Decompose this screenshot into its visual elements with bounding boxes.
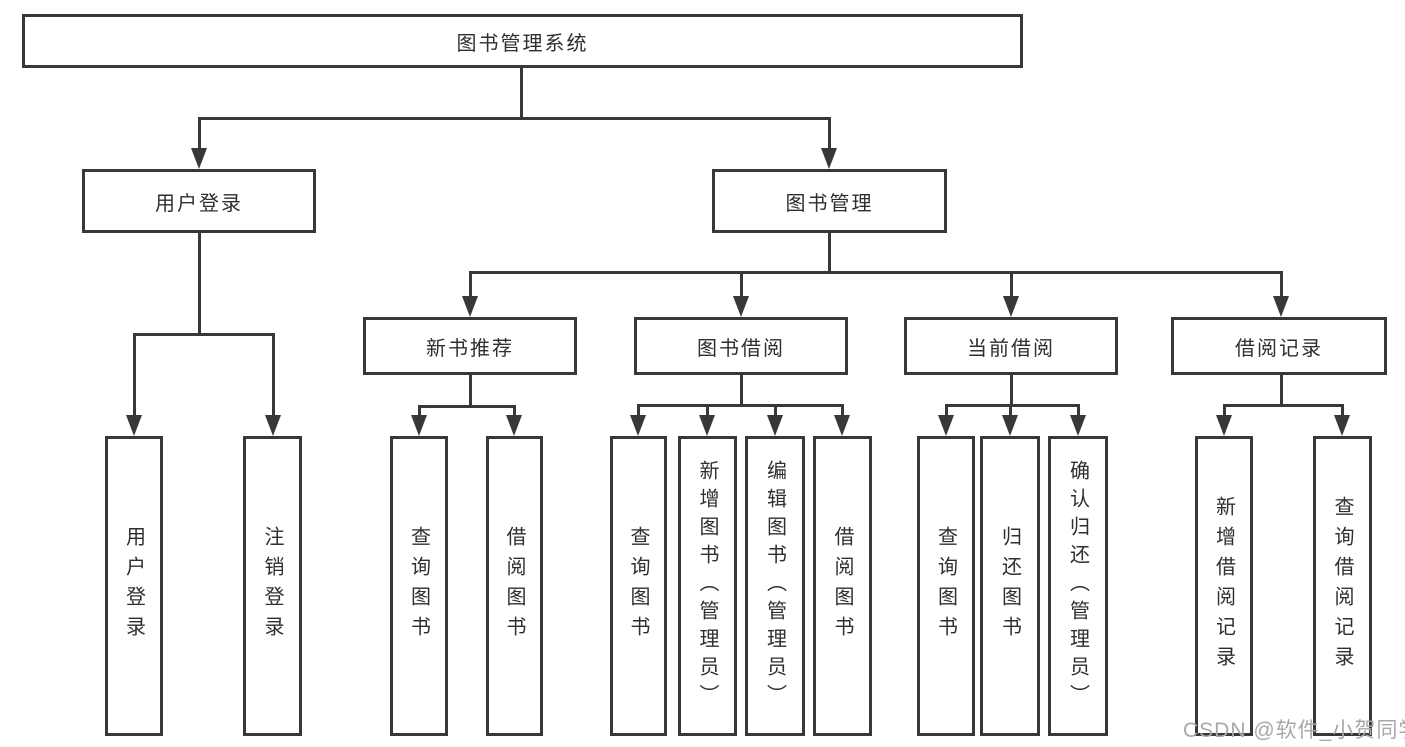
arrowhead-down-icon	[462, 296, 478, 317]
arrowhead-down-icon	[938, 415, 954, 436]
connector-arrow-stem	[828, 117, 831, 152]
node-current-borrow: 当前借阅	[904, 317, 1118, 375]
connector-arrow-stem	[513, 405, 516, 418]
connector-arrow-stem	[706, 404, 709, 418]
connector-userlogin-stem	[198, 232, 201, 335]
connector-records-rail	[1223, 404, 1344, 407]
connector-currentborrow-stem	[1010, 374, 1013, 406]
arrowhead-down-icon	[1002, 415, 1018, 436]
arrowhead-down-icon	[1070, 415, 1086, 436]
watermark: CSDN @软件_小贺同学	[1183, 719, 1405, 742]
arrowhead-down-icon	[767, 415, 783, 436]
arrowhead-down-icon	[733, 296, 749, 317]
node-library-system: 图书管理系统	[22, 14, 1023, 68]
leaf-query-books-borrow: 查询图书	[610, 436, 667, 736]
leaf-query-books-recommend: 查询图书	[390, 436, 448, 736]
connector-arrow-stem	[1341, 404, 1344, 418]
leaf-borrow-books: 借阅图书	[813, 436, 872, 736]
leaf-add-book-admin: 新增图书（管理员）	[678, 436, 737, 736]
arrowhead-down-icon	[1273, 296, 1289, 317]
node-borrow-records: 借阅记录	[1171, 317, 1387, 375]
arrowhead-down-icon	[834, 415, 850, 436]
connector-arrow-stem	[272, 333, 275, 418]
leaf-borrow-books-recommend: 借阅图书	[486, 436, 543, 736]
connector-arrow-stem	[740, 271, 743, 299]
arrowhead-down-icon	[699, 415, 715, 436]
node-new-book-recommend: 新书推荐	[363, 317, 577, 375]
connector-arrow-stem	[1009, 404, 1012, 418]
connector-currentborrow-rail	[945, 404, 1080, 407]
connector-arrow-stem	[945, 404, 948, 418]
leaf-logout: 注销登录	[243, 436, 302, 736]
arrowhead-down-icon	[191, 148, 207, 169]
connector-level3-rail	[469, 271, 1283, 274]
connector-arrow-stem	[198, 117, 201, 152]
connector-arrow-stem	[637, 404, 640, 418]
node-user-login: 用户登录	[82, 169, 316, 233]
connector-arrow-stem	[1077, 404, 1080, 418]
leaf-edit-book-admin: 编辑图书（管理员）	[745, 436, 805, 736]
arrowhead-down-icon	[821, 148, 837, 169]
connector-bookmgmt-stem	[828, 232, 831, 274]
leaf-confirm-return-admin: 确认归还（管理员）	[1048, 436, 1108, 736]
arrowhead-down-icon	[506, 415, 522, 436]
connector-level2-rail	[198, 117, 831, 120]
connector-arrow-stem	[1223, 404, 1226, 418]
connector-arrow-stem	[469, 271, 472, 299]
connector-arrow-stem	[1010, 271, 1013, 299]
connector-root-stem	[520, 68, 523, 118]
arrowhead-down-icon	[1216, 415, 1232, 436]
connector-arrow-stem	[418, 405, 421, 418]
arrowhead-down-icon	[265, 415, 281, 436]
leaf-user-login: 用户登录	[105, 436, 163, 736]
arrowhead-down-icon	[630, 415, 646, 436]
arrowhead-down-icon	[1334, 415, 1350, 436]
connector-arrow-stem	[133, 333, 136, 418]
connector-arrow-stem	[1280, 271, 1283, 299]
node-book-borrow: 图书借阅	[634, 317, 848, 375]
arrowhead-down-icon	[126, 415, 142, 436]
connector-arrow-stem	[841, 404, 844, 418]
connector-records-stem	[1280, 374, 1283, 406]
leaf-return-book: 归还图书	[980, 436, 1040, 736]
connector-recommend-stem	[469, 374, 472, 407]
leaf-query-borrow-record: 查询借阅记录	[1313, 436, 1372, 736]
arrowhead-down-icon	[1003, 296, 1019, 317]
connector-arrow-stem	[774, 404, 777, 418]
connector-recommend-rail	[418, 405, 516, 408]
arrowhead-down-icon	[411, 415, 427, 436]
node-book-management: 图书管理	[712, 169, 947, 233]
leaf-query-books-current: 查询图书	[917, 436, 975, 736]
connector-userlogin-rail	[133, 333, 275, 336]
leaf-add-borrow-record: 新增借阅记录	[1195, 436, 1253, 736]
connector-bookborrow-rail	[637, 404, 844, 407]
connector-bookborrow-stem	[740, 374, 743, 406]
